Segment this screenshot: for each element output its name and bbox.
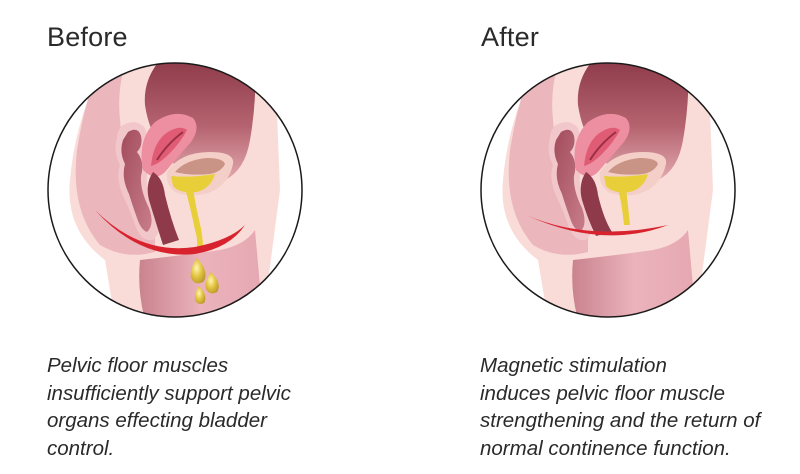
pelvic-cross-section-icon xyxy=(47,62,303,318)
before-caption: Pelvic floor muscles insufficiently supp… xyxy=(47,352,367,462)
after-panel: After xyxy=(400,0,800,474)
caption-line: induces pelvic floor muscle xyxy=(480,381,725,405)
after-illustration xyxy=(478,60,738,320)
caption-line: insufficiently support pelvic xyxy=(47,381,291,405)
caption-line: normal continence function. xyxy=(480,436,731,460)
caption-line: strengthening and the return of xyxy=(480,409,761,432)
before-illustration xyxy=(45,60,305,320)
after-title: After xyxy=(481,22,540,52)
caption-line: control. xyxy=(47,436,115,460)
before-panel: Before xyxy=(45,22,367,462)
caption-line: Pelvic floor muscles xyxy=(47,354,229,377)
caption-line: organs effecting bladder xyxy=(47,409,267,432)
before-title: Before xyxy=(47,22,128,52)
pelvic-cross-section-icon xyxy=(480,62,736,318)
after-caption: Magnetic stimulation induces pelvic floo… xyxy=(480,352,800,462)
caption-line: Magnetic stimulation xyxy=(480,354,667,377)
